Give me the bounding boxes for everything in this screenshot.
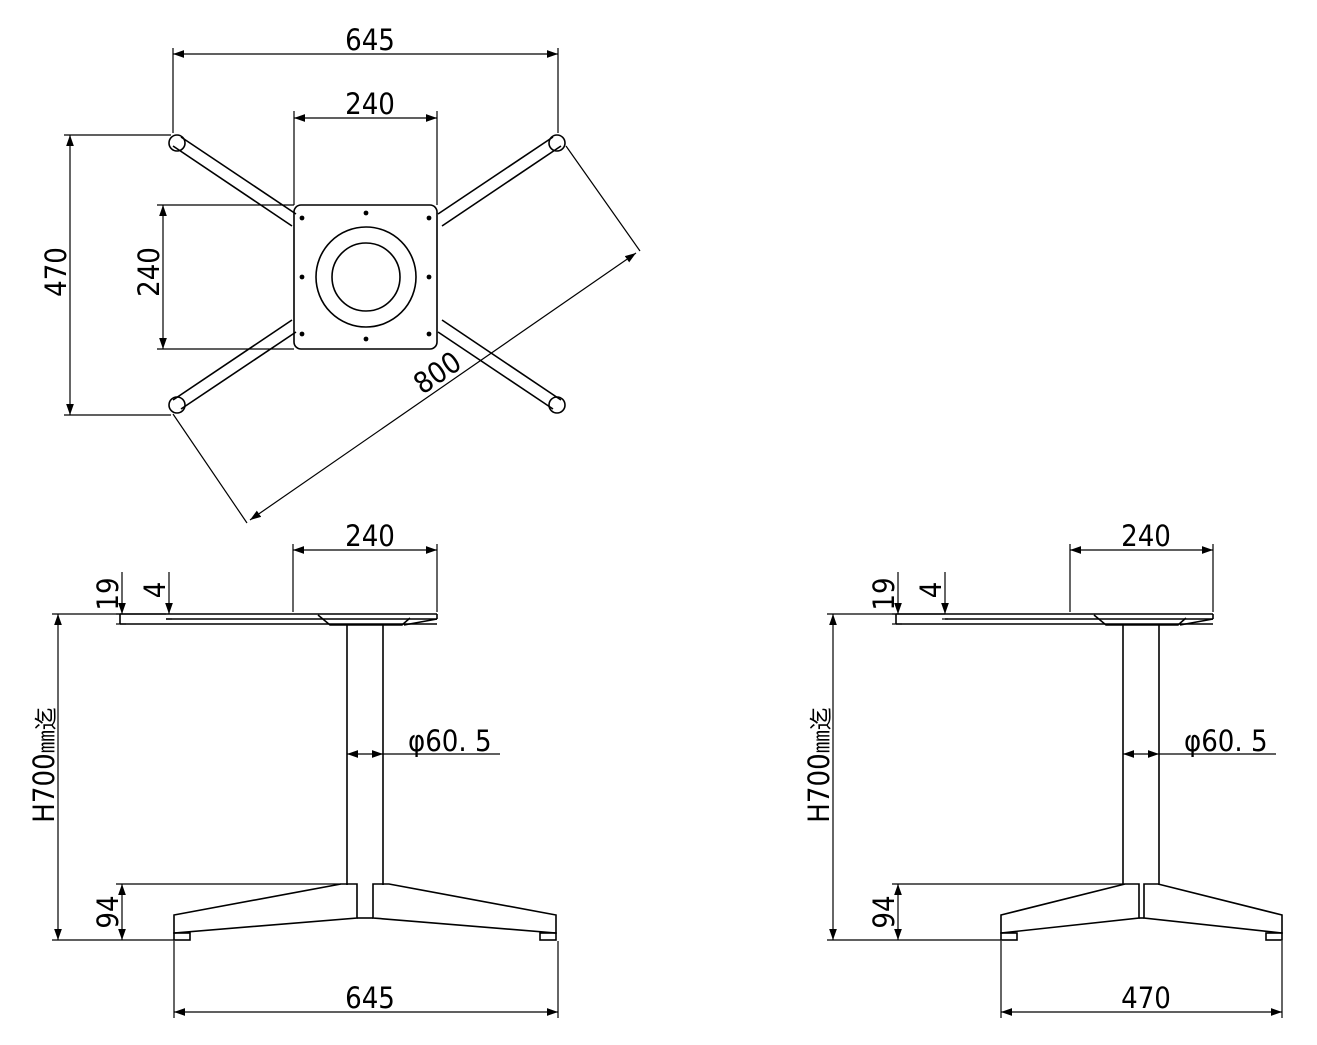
dim-front-plate-width: 240 xyxy=(292,519,438,612)
foot-top-left xyxy=(168,134,186,152)
label-top-plate-depth: 240 xyxy=(132,247,166,297)
side-foot-left xyxy=(1000,932,1018,941)
dim-front-pipe-diameter: φ60. 5 xyxy=(347,724,500,758)
front-view-top xyxy=(119,613,438,626)
side-view-top xyxy=(895,613,1214,626)
label-front-plate-width: 240 xyxy=(345,519,395,553)
side-base-left-arm xyxy=(1000,883,1140,934)
side-view: 240 19 4 H700㎜迄 φ60. 5 xyxy=(802,519,1283,1018)
label-front-base-width: 645 xyxy=(345,981,395,1015)
dim-top-overall-depth: 470 xyxy=(39,134,171,416)
dim-side-top-thickness: 19 xyxy=(867,572,945,625)
dim-front-height: H700㎜迄 xyxy=(27,613,174,941)
dim-side-plate-width: 240 xyxy=(1069,519,1214,612)
label-side-height: H700㎜迄 xyxy=(802,707,836,822)
label-side-pipe-diameter: φ60. 5 xyxy=(1184,724,1268,758)
label-side-base-width: 470 xyxy=(1121,981,1171,1015)
dim-top-diagonal: 800 xyxy=(172,145,641,524)
front-base-left-arm xyxy=(173,883,358,934)
label-front-pipe-diameter: φ60. 5 xyxy=(408,724,492,758)
pipe-inner-circle xyxy=(331,242,401,312)
front-base-right-arm xyxy=(372,883,557,934)
front-view: 240 19 4 H700㎜迄 φ60. 5 xyxy=(27,519,559,1018)
label-side-plate-thickness: 4 xyxy=(914,582,948,599)
side-base-right-arm xyxy=(1143,883,1283,934)
front-foot-right xyxy=(539,932,557,941)
label-top-overall-width: 645 xyxy=(345,23,395,57)
dim-side-height: H700㎜迄 xyxy=(802,613,1001,941)
dim-side-foot-height: 94 xyxy=(867,883,1125,940)
foot-top-right xyxy=(548,134,566,152)
label-front-height: H700㎜迄 xyxy=(27,707,61,822)
label-side-plate-width: 240 xyxy=(1121,519,1171,553)
top-view-feet xyxy=(168,134,566,414)
label-side-top-thickness: 19 xyxy=(867,577,901,610)
foot-bottom-right xyxy=(548,396,566,414)
label-side-foot-height: 94 xyxy=(867,895,901,928)
side-view-pipe xyxy=(1122,625,1160,885)
side-view-bracket xyxy=(1093,614,1187,626)
side-foot-right xyxy=(1265,932,1283,941)
dim-top-overall-width: 645 xyxy=(172,23,559,133)
label-top-plate-width: 240 xyxy=(345,87,395,121)
label-top-diagonal: 800 xyxy=(407,345,467,401)
dim-side-base-width: 470 xyxy=(1000,941,1283,1018)
front-view-bracket xyxy=(317,614,411,626)
screw-holes xyxy=(299,210,432,342)
foot-bottom-left xyxy=(168,396,186,414)
dim-side-plate-thickness: 4 xyxy=(914,572,949,620)
dim-top-plate-depth: 240 xyxy=(132,204,294,350)
dim-front-base-width: 645 xyxy=(173,941,559,1018)
front-view-base xyxy=(173,883,557,941)
dim-front-foot-height: 94 xyxy=(91,883,341,940)
label-front-foot-height: 94 xyxy=(91,895,125,928)
front-view-pipe xyxy=(346,625,384,885)
label-front-top-thickness: 19 xyxy=(91,577,125,610)
pipe-outer-circle xyxy=(315,226,417,328)
top-view: 645 240 470 240 800 xyxy=(39,23,641,524)
front-foot-left xyxy=(173,932,191,941)
top-view-legs xyxy=(172,136,562,410)
side-view-base xyxy=(1000,883,1283,941)
dim-front-top-thickness: 19 xyxy=(91,572,166,625)
dim-front-plate-thickness: 4 xyxy=(138,572,173,620)
label-top-overall-depth: 470 xyxy=(39,247,73,297)
dim-side-pipe-diameter: φ60. 5 xyxy=(1123,724,1276,758)
dim-top-plate-width: 240 xyxy=(293,87,438,205)
label-front-plate-thickness: 4 xyxy=(138,582,172,599)
